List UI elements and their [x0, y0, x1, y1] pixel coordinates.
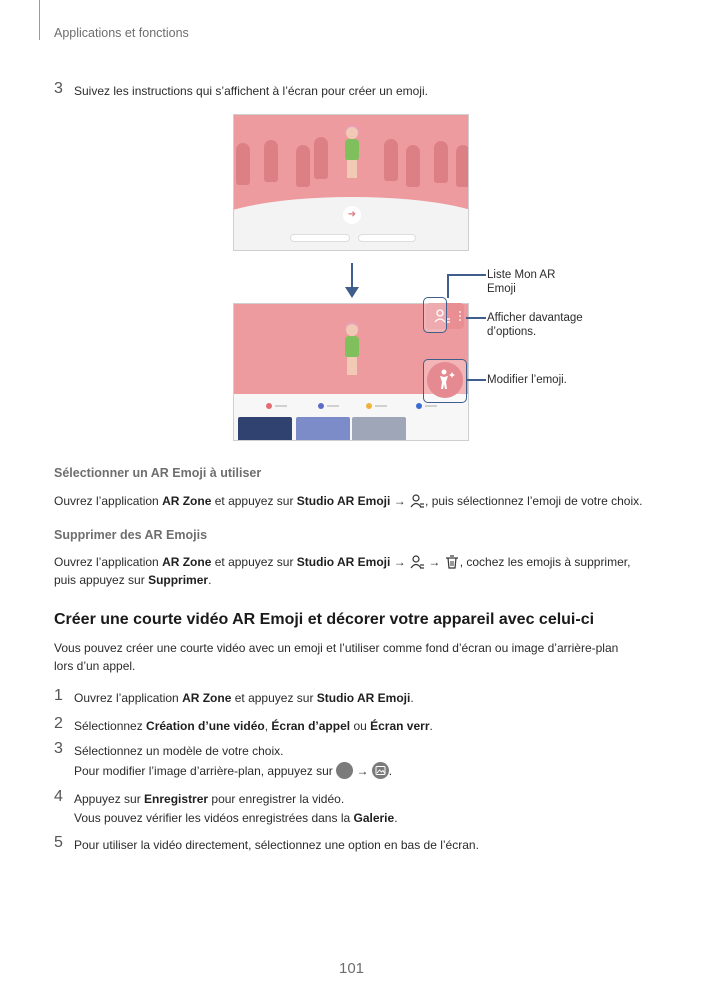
page-header: Applications et fonctions — [54, 26, 189, 40]
emoji-silhouette — [264, 140, 278, 182]
mode-tabs — [234, 399, 468, 415]
emoji-silhouette — [456, 145, 468, 187]
template-thumbnail[interactable] — [296, 417, 350, 440]
person-list-icon — [410, 555, 425, 569]
delete-instructions-line2: puis appuyez sur Supprimer. — [54, 573, 212, 587]
emoji-avatar — [342, 322, 362, 384]
section-title: Créer une courte vidéo AR Emoji et décor… — [54, 611, 595, 628]
gallery-image-icon — [371, 762, 389, 779]
emoji-avatar — [342, 125, 362, 187]
section-intro-line1: Vous pouvez créer une courte vidéo avec … — [54, 641, 619, 655]
callout-edit-emoji: Modifier l’emoji. — [487, 374, 567, 386]
tab-icon[interactable] — [366, 403, 372, 409]
edit-emoji-button[interactable] — [427, 362, 463, 398]
background-edit-icon — [336, 762, 354, 779]
edit-figure-icon — [440, 369, 455, 389]
callout-emoji-list: Liste Mon AR Emoji — [487, 269, 556, 295]
template-thumbnail[interactable] — [238, 417, 292, 440]
emoji-silhouette — [434, 141, 448, 183]
highlight-list — [423, 297, 447, 333]
person-list-icon — [410, 494, 425, 508]
emoji-gallery-screenshot: ➜ — [233, 114, 469, 251]
header-divider — [39, 0, 40, 40]
template-thumbnail[interactable] — [352, 417, 406, 440]
subheading-select-emoji: Sélectionner un AR Emoji à utiliser — [54, 466, 262, 480]
page-number: 101 — [338, 960, 365, 977]
trash-icon — [445, 555, 458, 569]
section-intro-line2: lors d’un appel. — [54, 659, 136, 673]
emoji-silhouette — [406, 145, 420, 187]
callout-more-options: Afficher davantage d’options. — [487, 312, 583, 338]
next-arrow-button[interactable]: ➜ — [343, 206, 361, 224]
tab-icon[interactable] — [266, 403, 272, 409]
my-ar-emoji-list-button[interactable] — [426, 303, 464, 329]
down-arrow-icon — [345, 263, 359, 299]
tab-icon[interactable] — [318, 403, 324, 409]
step-number: 3 — [54, 80, 63, 97]
subheading-delete-emojis: Supprimer des AR Emojis — [54, 528, 208, 542]
emoji-silhouette — [384, 139, 398, 181]
select-instructions: Ouvrez l’application AR Zone et appuyez … — [54, 494, 643, 508]
tab-icon[interactable] — [416, 403, 422, 409]
option-pill[interactable] — [290, 234, 350, 242]
delete-instructions-line1: Ouvrez l’application AR Zone et appuyez … — [54, 555, 631, 569]
emoji-silhouette — [236, 143, 250, 185]
step-text: Suivez les instructions qui s’affichent … — [74, 84, 428, 98]
emoji-silhouette — [296, 145, 310, 187]
option-pill[interactable] — [358, 234, 416, 242]
emoji-silhouette — [314, 137, 328, 179]
